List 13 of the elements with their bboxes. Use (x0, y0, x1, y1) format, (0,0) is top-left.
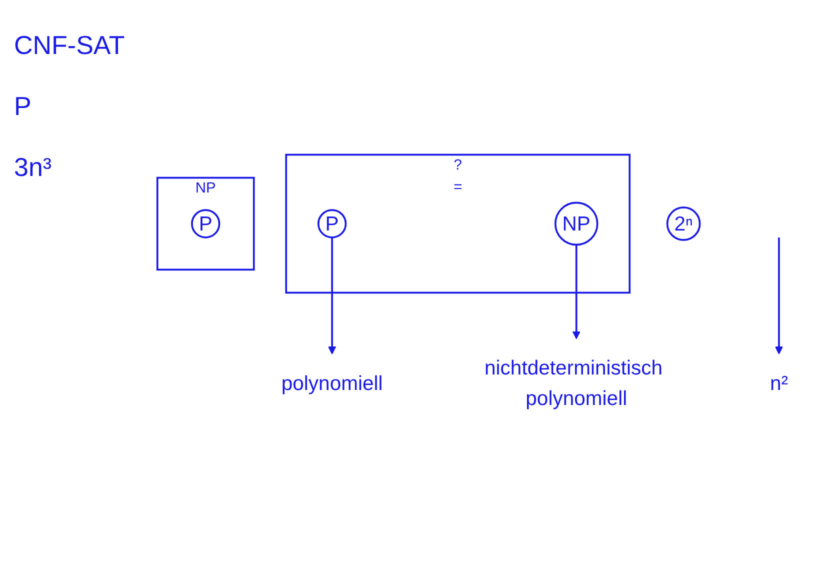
node-circle: P (191, 209, 220, 238)
node-circle: P (317, 209, 347, 238)
node-text: n² (770, 372, 788, 395)
arrow (328, 237, 336, 354)
node-text: polynomiell (281, 372, 383, 395)
node-circle: 2ⁿ (666, 206, 701, 241)
note-text: CNF-SAT (14, 30, 126, 61)
node-text: nichtdeterministisch polynomiell (484, 356, 663, 410)
note-text: P (14, 91, 32, 122)
node-circle: NP (554, 202, 598, 246)
arrow (572, 244, 580, 340)
note-text: 3n³ (14, 152, 53, 183)
arrow (774, 238, 784, 354)
